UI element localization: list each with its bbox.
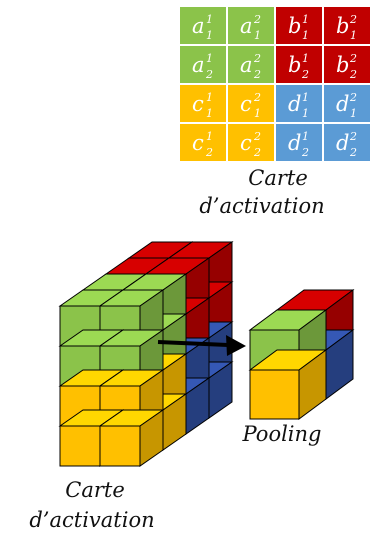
matrix-cell-superscript: 2 bbox=[349, 130, 357, 143]
bottom-caption-line2: d’activation bbox=[29, 508, 154, 532]
matrix-cell-subscript: 1 bbox=[206, 107, 213, 120]
matrix-cell-superscript: 1 bbox=[302, 52, 309, 65]
cube-front-face bbox=[249, 369, 300, 420]
matrix-cell-subscript: 2 bbox=[349, 68, 357, 81]
matrix-cell-superscript: 2 bbox=[349, 13, 357, 26]
matrix-cell-superscript: 2 bbox=[253, 91, 261, 104]
matrix-cell-subscript: 2 bbox=[205, 68, 213, 81]
top-caption-line1: Carte bbox=[248, 166, 308, 190]
matrix-cell-superscript: 2 bbox=[349, 52, 357, 65]
matrix-cell bbox=[178, 122, 228, 163]
matrix-cell-superscript: 2 bbox=[253, 130, 261, 143]
bottom-caption-line1: Carte bbox=[65, 478, 125, 502]
matrix-cell-superscript: 1 bbox=[206, 130, 213, 143]
matrix-cell bbox=[226, 83, 276, 124]
matrix-cell-superscript: 2 bbox=[253, 13, 261, 26]
matrix-cell-superscript: 1 bbox=[206, 91, 213, 104]
activation-volume bbox=[58, 241, 234, 467]
matrix-cell bbox=[322, 5, 372, 46]
matrix-cell bbox=[322, 44, 372, 85]
matrix-cell-label: a bbox=[192, 14, 205, 38]
matrix-cell-superscript: 1 bbox=[302, 130, 309, 143]
matrix-cell-label: d bbox=[336, 131, 349, 155]
matrix-cell-subscript: 1 bbox=[350, 29, 357, 42]
matrix-cell-subscript: 1 bbox=[350, 107, 357, 120]
matrix-cell-label: b bbox=[288, 53, 301, 77]
matrix-cell bbox=[226, 122, 276, 163]
matrix-cell-superscript: 1 bbox=[302, 13, 309, 26]
top-caption-line2: d’activation bbox=[199, 194, 324, 218]
matrix-cell-label: d bbox=[336, 92, 349, 116]
matrix-cell-subscript: 1 bbox=[302, 107, 309, 120]
matrix-cell-label: b bbox=[288, 14, 301, 38]
matrix-cell-superscript: 2 bbox=[253, 52, 261, 65]
matrix-cell-subscript: 2 bbox=[301, 146, 309, 159]
matrix-cell-label: d bbox=[288, 92, 301, 116]
matrix-cell bbox=[322, 83, 372, 124]
matrix-cell-label: d bbox=[288, 131, 301, 155]
matrix-cell-subscript: 1 bbox=[206, 29, 213, 42]
matrix-cell-label: c bbox=[192, 92, 204, 116]
pooling-label: Pooling bbox=[242, 422, 322, 446]
matrix-cell-label: a bbox=[240, 14, 253, 38]
matrix-cell-label: b bbox=[336, 53, 349, 77]
matrix-cell-label: c bbox=[240, 131, 252, 155]
matrix-cell-subscript: 2 bbox=[349, 146, 357, 159]
matrix-cell-superscript: 2 bbox=[349, 91, 357, 104]
matrix-cell-superscript: 1 bbox=[206, 52, 213, 65]
pooled-volume bbox=[248, 289, 355, 420]
matrix-cell-subscript: 2 bbox=[205, 146, 213, 159]
matrix-cell-superscript: 1 bbox=[206, 13, 213, 26]
matrix-cell-superscript: 1 bbox=[302, 91, 309, 104]
cube-front-face bbox=[59, 425, 101, 467]
matrix-cell-subscript: 2 bbox=[253, 68, 261, 81]
matrix-cell-subscript: 1 bbox=[254, 29, 261, 42]
matrix-cell bbox=[322, 122, 372, 163]
matrix-cell-label: b bbox=[336, 14, 349, 38]
matrix-cell-label: a bbox=[192, 53, 205, 77]
matrix-cell-subscript: 2 bbox=[301, 68, 309, 81]
matrix-cell-label: a bbox=[240, 53, 253, 77]
matrix-cell-subscript: 1 bbox=[302, 29, 309, 42]
pooling-arrow bbox=[157, 335, 246, 356]
matrix-cell-subscript: 1 bbox=[254, 107, 261, 120]
matrix-cell-subscript: 2 bbox=[253, 146, 261, 159]
cube-front-face bbox=[99, 425, 141, 467]
matrix-cell-label: c bbox=[240, 92, 252, 116]
matrix-cell-label: c bbox=[192, 131, 204, 155]
